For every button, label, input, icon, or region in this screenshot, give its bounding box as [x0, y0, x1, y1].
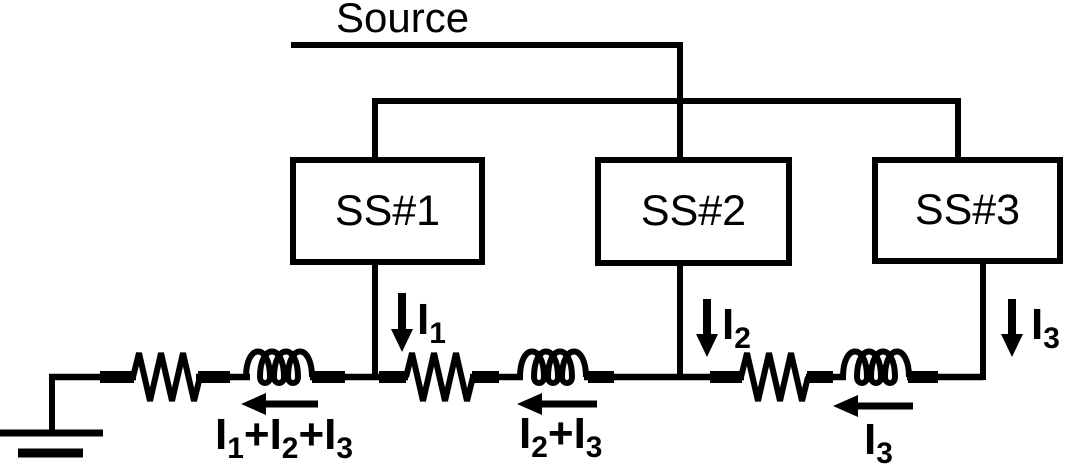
down-arrow-icon-2 [696, 299, 718, 357]
substation-box-3: SS#3 [872, 157, 1063, 264]
resistor-icon-1 [130, 352, 203, 402]
substation-box-1: SS#1 [290, 157, 485, 265]
source-label: Source [336, 0, 470, 41]
inductor-icon-3 [840, 348, 912, 386]
left-arrow-icon-2 [517, 393, 597, 415]
down-arrow-icon-1 [391, 293, 413, 352]
inductor-icon-1 [243, 348, 315, 386]
resistor-icon-2 [403, 352, 476, 402]
feeder-current-label-1: I1 [417, 295, 446, 350]
inductor-icon-2 [517, 348, 589, 386]
rail-current-label-1: I1+I2+I3 [215, 410, 353, 465]
bus-line [372, 98, 961, 160]
down-arrow-icon-3 [1001, 299, 1023, 357]
resistor-icon-3 [738, 352, 811, 402]
left-arrow-icon-3 [833, 395, 913, 417]
substation-label-1: SS#1 [334, 186, 441, 235]
rail-current-label-3: I3 [864, 415, 893, 470]
rail-current-label-2: I2+I3 [519, 409, 603, 464]
substation-label-3: SS#3 [914, 186, 1021, 234]
feeder-current-label-2: I2 [722, 300, 751, 355]
feeder-current-label-3: I3 [1031, 300, 1060, 355]
left-arrow-icon-1 [241, 393, 318, 415]
substation-lead-lines [372, 261, 986, 380]
substation-box-2: SS#2 [595, 157, 792, 266]
ground-icon [0, 374, 103, 458]
substation-label-2: SS#2 [640, 187, 747, 235]
